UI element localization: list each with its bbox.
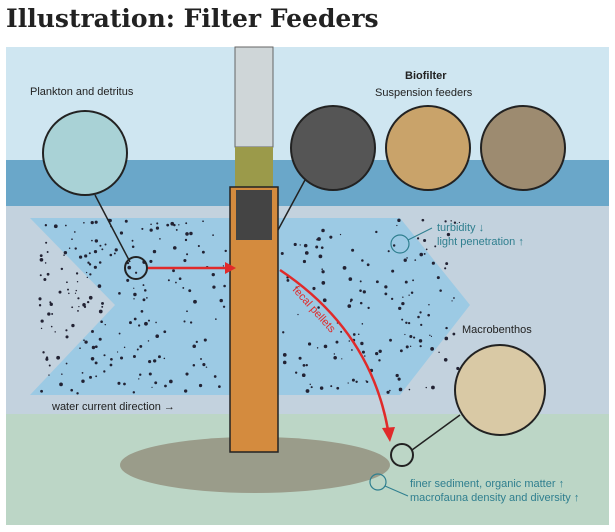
- sediment-teal-marker: [369, 473, 387, 491]
- macrofauna-label: macrofauna density and diversity ↑: [410, 492, 579, 504]
- page-title: Illustration: Filter Feeders: [6, 4, 379, 33]
- turbidity-label: turbidity ↓: [437, 222, 484, 234]
- plankton-inset: [42, 110, 128, 196]
- fecal-pellet-arrow: [279, 268, 390, 431]
- rock-pile: [120, 437, 390, 493]
- barnacle-inset: [385, 105, 471, 191]
- biofilter-label: Biofilter: [405, 70, 447, 82]
- mussel-inset: [290, 105, 376, 191]
- turbidity-marker: [390, 234, 410, 254]
- sediment-marker: [390, 443, 414, 467]
- plankton-label: Plankton and detritus: [30, 86, 134, 98]
- mussel-zone: [236, 190, 272, 240]
- suspension-label: Suspension feeders: [375, 87, 473, 99]
- sediment-label: finer sediment, organic matter ↑: [410, 478, 564, 490]
- pile-splash-zone: [235, 147, 273, 187]
- macrobenthos-inset: [454, 344, 546, 436]
- particles: [38, 218, 461, 395]
- amphipod-inset: [480, 105, 566, 191]
- pile-upper: [234, 46, 274, 148]
- current-label: water current direction →: [51, 401, 175, 413]
- light-label: light penetration ↑: [437, 236, 524, 248]
- plankton-marker: [124, 256, 148, 280]
- macrobenthos-label: Macrobenthos: [462, 324, 532, 336]
